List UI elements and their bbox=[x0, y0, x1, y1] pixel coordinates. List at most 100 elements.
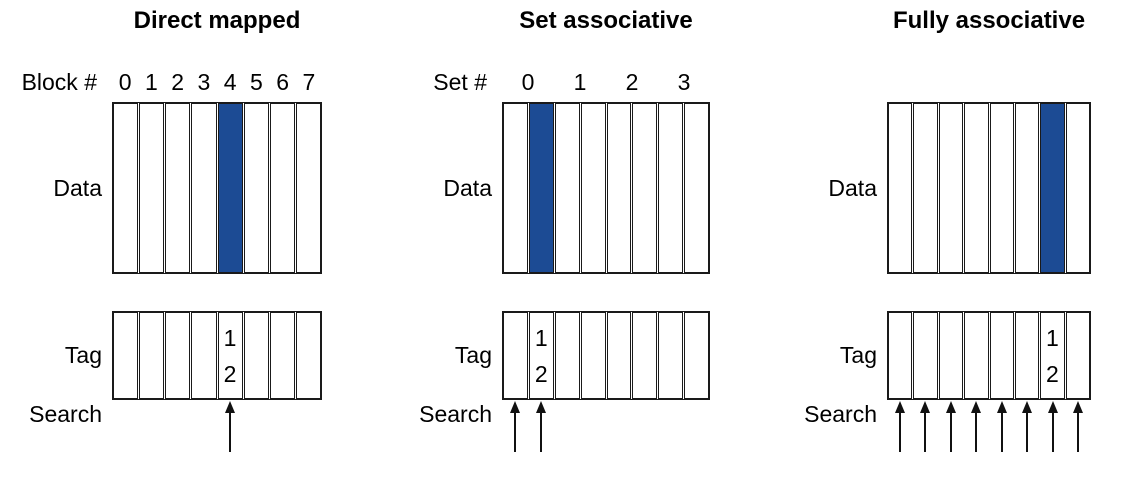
index-number: 2 bbox=[625, 69, 639, 95]
search-label: Search bbox=[804, 401, 877, 427]
tag-cell bbox=[580, 312, 606, 399]
search-arrow bbox=[919, 401, 931, 452]
arrow-shaft bbox=[514, 413, 516, 452]
index-numbers-empty bbox=[887, 68, 1091, 96]
data-block-cell bbox=[888, 103, 913, 273]
arrowhead-icon bbox=[971, 401, 982, 413]
arrowhead-icon bbox=[945, 401, 956, 413]
search-arrow bbox=[509, 401, 521, 452]
arrow-shaft bbox=[898, 413, 901, 452]
tag-value-line: 1 bbox=[223, 324, 237, 351]
data-label: Data bbox=[53, 175, 102, 201]
index-number: 0 bbox=[118, 69, 132, 95]
panel-title: Fully associative bbox=[892, 7, 1086, 34]
index-number: 2 bbox=[171, 69, 185, 95]
tag-value-line: 2 bbox=[223, 360, 237, 387]
arrow-shaft bbox=[1051, 413, 1054, 452]
data-block-cell bbox=[113, 103, 139, 273]
data-block-cell bbox=[165, 103, 191, 273]
tag-value-line: 2 bbox=[534, 360, 548, 387]
tag-cell bbox=[554, 312, 580, 399]
tag-cell bbox=[938, 312, 964, 399]
tag-value-line: 1 bbox=[1046, 324, 1059, 351]
data-block-cell bbox=[658, 103, 684, 273]
set-number-label: Set # bbox=[433, 69, 487, 95]
data-block-cell bbox=[191, 103, 217, 273]
data-block-cell bbox=[503, 103, 528, 273]
index-number: 1 bbox=[144, 69, 158, 95]
data-block-cell bbox=[913, 103, 938, 273]
panel-title: Direct mapped bbox=[133, 7, 301, 34]
tag-cell bbox=[191, 312, 217, 399]
data-block-cell bbox=[580, 103, 606, 273]
tag-cell bbox=[632, 312, 658, 399]
data-block-cell bbox=[632, 103, 658, 273]
data-block-cell bbox=[139, 103, 165, 273]
tag-label: Tag bbox=[839, 342, 877, 368]
search-arrow bbox=[996, 401, 1008, 452]
data-block-cell bbox=[269, 103, 295, 273]
data-block-cell bbox=[964, 103, 989, 273]
arrowhead-icon bbox=[996, 401, 1007, 413]
index-number: 3 bbox=[197, 69, 211, 95]
tag-cell bbox=[1065, 312, 1090, 399]
arrowhead-icon bbox=[920, 401, 931, 413]
data-block-cell bbox=[295, 103, 321, 273]
block-number-label: Block # bbox=[21, 69, 97, 95]
data-block-cell bbox=[684, 103, 709, 273]
arrowhead-icon bbox=[1047, 401, 1058, 413]
search-arrows bbox=[887, 401, 1091, 452]
arrow-shaft bbox=[924, 413, 927, 452]
arrowhead-icon bbox=[510, 401, 520, 413]
search-arrow bbox=[894, 401, 906, 452]
arrow-shaft bbox=[540, 413, 542, 452]
search-arrow bbox=[945, 401, 957, 452]
tag-cell bbox=[113, 312, 139, 399]
tag-cell bbox=[503, 312, 528, 399]
data-array bbox=[887, 102, 1091, 274]
arrow-shaft bbox=[949, 413, 952, 452]
search-arrow bbox=[535, 401, 547, 452]
tag-cell bbox=[684, 312, 709, 399]
arrow-shaft bbox=[1000, 413, 1003, 452]
tag-cell bbox=[989, 312, 1014, 399]
search-arrow bbox=[224, 401, 236, 452]
tag-value-line: 1 bbox=[534, 324, 548, 351]
tag-cell bbox=[888, 312, 913, 399]
tag-label: Tag bbox=[454, 342, 492, 368]
arrow-shaft bbox=[975, 413, 978, 452]
tag-cell bbox=[658, 312, 684, 399]
tag-cell bbox=[269, 312, 295, 399]
arrow-shaft bbox=[1026, 413, 1029, 452]
search-arrows bbox=[502, 401, 710, 452]
arrow-shaft bbox=[1077, 413, 1080, 452]
data-block-cell bbox=[243, 103, 269, 273]
tag-cell bbox=[964, 312, 989, 399]
tag-cell bbox=[1014, 312, 1040, 399]
arrowhead-icon bbox=[894, 401, 905, 413]
tag-cell bbox=[165, 312, 191, 399]
index-number: 1 bbox=[573, 69, 587, 95]
arrowhead-icon bbox=[536, 401, 546, 413]
highlighted-data-block-cell bbox=[217, 103, 243, 273]
tag-cell bbox=[295, 312, 321, 399]
data-array bbox=[112, 102, 322, 274]
panel-title: Set associative bbox=[519, 7, 693, 34]
data-block-cell bbox=[606, 103, 632, 273]
highlighted-data-block-cell bbox=[528, 103, 554, 273]
arrowhead-icon bbox=[1073, 401, 1084, 413]
tag-cell bbox=[913, 312, 938, 399]
index-number: 5 bbox=[249, 69, 263, 95]
index-number: 6 bbox=[276, 69, 290, 95]
arrowhead-icon bbox=[225, 401, 236, 413]
search-arrow bbox=[970, 401, 982, 452]
data-block-cell bbox=[554, 103, 580, 273]
